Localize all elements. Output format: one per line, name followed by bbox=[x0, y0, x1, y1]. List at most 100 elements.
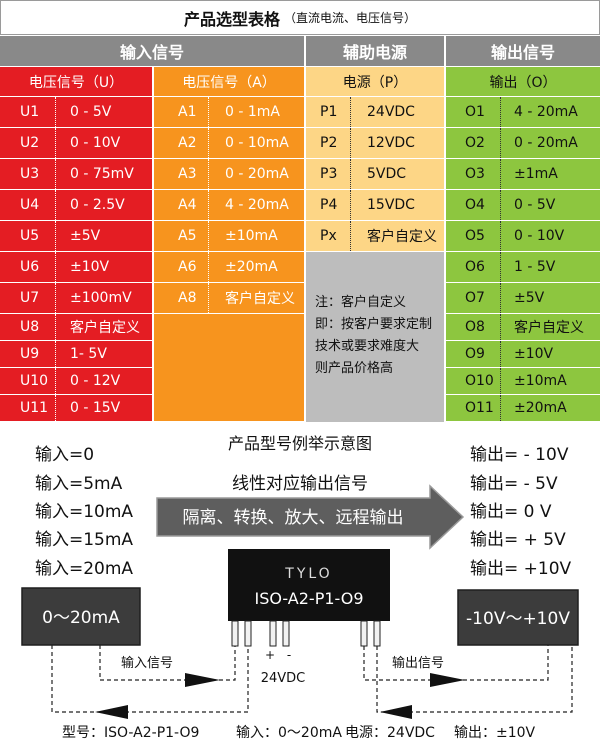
power-label: 24VDC bbox=[261, 671, 306, 686]
table-row: U10 0 - 12V bbox=[0, 368, 152, 395]
table-row: O7±5V bbox=[446, 283, 600, 314]
row-code: A3 bbox=[178, 166, 197, 182]
row-code: P4 bbox=[320, 197, 338, 213]
input-outer-line bbox=[51, 645, 249, 713]
row-code: U8 bbox=[20, 319, 40, 335]
row-code: P3 bbox=[320, 166, 338, 182]
row-value: 0 - 15V bbox=[55, 395, 152, 421]
table-row: U2 0 - 10V bbox=[0, 128, 152, 159]
module-pin bbox=[360, 620, 368, 647]
row-code: O2 bbox=[465, 135, 485, 151]
summary-output: 输出：±10V bbox=[454, 725, 536, 741]
row-code: O5 bbox=[465, 228, 485, 244]
output-signal-label: 输出信号 bbox=[392, 655, 444, 671]
input-example: 输入=10mA bbox=[35, 502, 134, 522]
table-row: O11±20mA bbox=[446, 395, 600, 422]
row-value: 客户自定义 bbox=[208, 283, 304, 313]
output-example: 输出= - 5V bbox=[470, 474, 558, 494]
row-value: 4 - 20mA bbox=[208, 190, 304, 220]
row-code: U6 bbox=[20, 259, 40, 275]
output-example: 输出= +10V bbox=[470, 559, 572, 579]
group-header-input: 输入信号 bbox=[0, 36, 304, 66]
row-code: U10 bbox=[20, 373, 49, 389]
group-header-output: 输出信号 bbox=[446, 36, 600, 66]
input-signal-box bbox=[21, 587, 141, 646]
row-value: ±10mA bbox=[500, 368, 600, 394]
power-minus: - bbox=[287, 648, 291, 662]
row-value: 0 - 12V bbox=[55, 368, 152, 394]
table-row: U5±5V bbox=[0, 221, 152, 252]
row-value: ±20mA bbox=[500, 395, 600, 421]
row-value: ±1mA bbox=[500, 159, 600, 189]
process-arrow-label: 隔离、转换、放大、远程输出 bbox=[183, 508, 404, 528]
table-row: U11 0 - 15V bbox=[0, 395, 152, 422]
row-code: U2 bbox=[20, 135, 40, 151]
row-value: 15VDC bbox=[350, 190, 444, 220]
table-row: A5±10mA bbox=[154, 221, 304, 252]
row-code: U3 bbox=[20, 166, 40, 182]
row-code: U1 bbox=[20, 104, 40, 120]
process-arrow bbox=[156, 484, 465, 550]
row-value: 0 - 20mA bbox=[208, 159, 304, 189]
note-line: 技术或要求难度大 bbox=[315, 339, 420, 354]
row-value: 1- 5V bbox=[55, 341, 152, 367]
row-value: 0 - 10mA bbox=[208, 128, 304, 158]
diagram-subtitle: 线性对应输出信号 bbox=[232, 474, 368, 494]
row-value: 0 - 10V bbox=[55, 128, 152, 158]
row-code: O3 bbox=[465, 166, 485, 182]
subheader-p: 电源（P） bbox=[306, 67, 444, 96]
module-pin bbox=[231, 620, 239, 647]
power-plus: + bbox=[265, 648, 275, 662]
row-code: Px bbox=[320, 228, 337, 244]
table-title-note: （直流电流、电压信号） bbox=[284, 11, 417, 25]
row-value: ±10mA bbox=[208, 221, 304, 251]
module-pin bbox=[269, 620, 277, 647]
table-row: O10±10mA bbox=[446, 368, 600, 395]
table-title-row: 产品选型表格 （直流电流、电压信号） bbox=[0, 0, 600, 35]
module-pin bbox=[373, 620, 381, 647]
row-code: P2 bbox=[320, 135, 338, 151]
note-line: 即：按客户要求定制 bbox=[315, 317, 433, 332]
arrow-right-icon bbox=[430, 673, 465, 687]
table-row: A3 0 - 20mA bbox=[154, 159, 304, 190]
input-example: 输入=20mA bbox=[35, 559, 134, 579]
summary-model: 型号：ISO-A2-P1-O9 bbox=[62, 725, 200, 741]
row-value: 客户自定义 bbox=[500, 314, 600, 340]
row-code: O4 bbox=[465, 197, 485, 213]
table-row: O1 4 - 20mA bbox=[446, 97, 600, 128]
isolator-module bbox=[228, 549, 390, 621]
table-row: A6±20mA bbox=[154, 252, 304, 283]
row-code: O6 bbox=[465, 259, 485, 275]
row-code: U11 bbox=[20, 400, 49, 416]
subheader-a: 电压信号（A） bbox=[154, 67, 304, 96]
row-code: U5 bbox=[20, 228, 40, 244]
output-example: 输出= - 10V bbox=[470, 445, 569, 465]
row-value: 客户自定义 bbox=[55, 314, 152, 340]
row-value: ±10V bbox=[500, 341, 600, 367]
output-signal-box bbox=[457, 589, 579, 646]
row-code: O9 bbox=[465, 346, 485, 362]
row-value: 4 - 20mA bbox=[500, 97, 600, 127]
input-example: 输入=15mA bbox=[35, 530, 134, 550]
row-code: O7 bbox=[465, 290, 485, 306]
row-code: A6 bbox=[178, 259, 197, 275]
input-signal-label: 输入信号 bbox=[121, 655, 173, 671]
table-row: U8 客户自定义 bbox=[0, 314, 152, 341]
row-value: 0 - 1mA bbox=[208, 97, 304, 127]
row-code: A8 bbox=[178, 290, 197, 306]
row-code: O1 bbox=[465, 104, 485, 120]
arrow-left-icon bbox=[380, 705, 412, 719]
